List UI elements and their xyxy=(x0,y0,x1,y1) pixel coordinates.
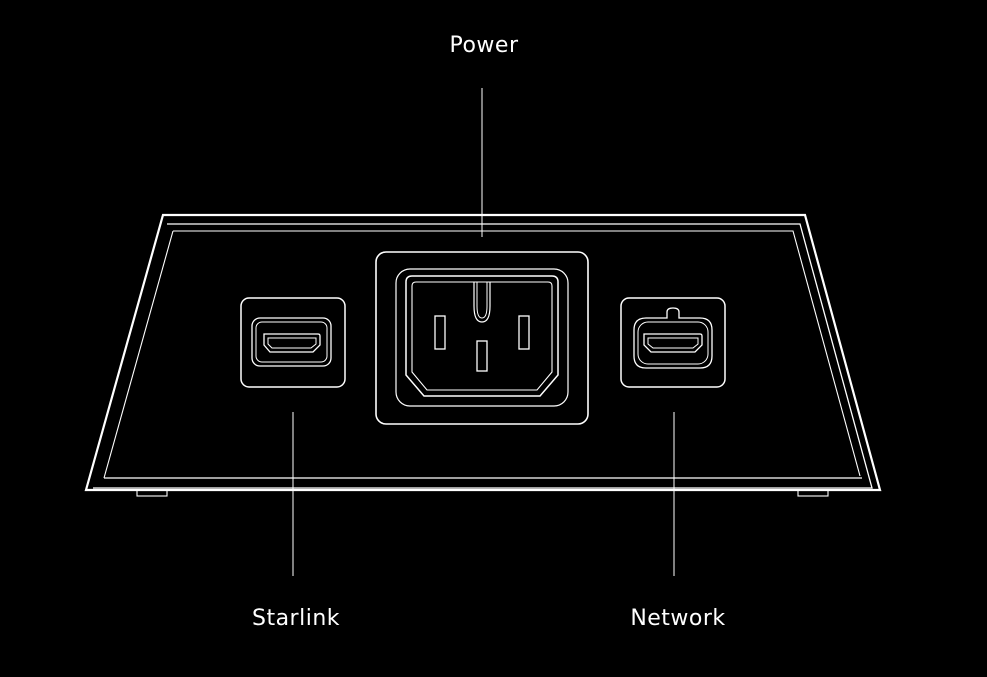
leader-lines xyxy=(292,88,675,576)
left-foot xyxy=(136,489,168,497)
power-label: Power xyxy=(449,33,518,58)
device-housing xyxy=(84,213,882,497)
starlink-label: Starlink xyxy=(252,606,340,631)
network-label: Network xyxy=(630,606,725,631)
starlink-port-icon xyxy=(240,297,346,388)
right-foot xyxy=(797,489,829,497)
power-port-icon xyxy=(375,251,589,425)
network-port-icon xyxy=(620,297,726,388)
